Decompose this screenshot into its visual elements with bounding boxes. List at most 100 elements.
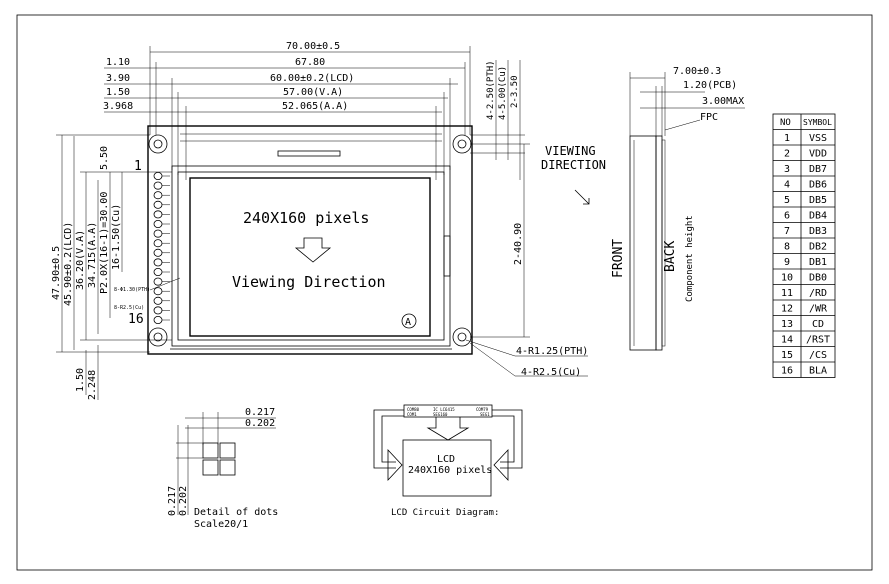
dim-2-350: 2-3.50 bbox=[510, 75, 520, 108]
chip-label-seg1: SEG1 bbox=[480, 412, 490, 417]
dim-overall-width: 70.00±0.5 bbox=[286, 41, 340, 52]
table-cell-no: 5 bbox=[784, 195, 790, 206]
dim-offset-1: 1.10 bbox=[106, 57, 130, 68]
lcd-circuit-diagram: COM80 IC LC6415 COM79 COM1 SEG160 SEG1 L… bbox=[373, 404, 523, 518]
chip-label-com79: COM79 bbox=[476, 407, 489, 412]
dim-pth: 4-2.50(PTH) bbox=[486, 60, 496, 120]
back-label: BACK bbox=[663, 241, 678, 272]
dim-offset-4: 3.968 bbox=[103, 101, 133, 112]
table-cell-no: 7 bbox=[784, 226, 790, 237]
detail-dim-size-v: 0.202 bbox=[178, 486, 189, 516]
pin-pad bbox=[153, 200, 163, 209]
pin-pad bbox=[153, 258, 163, 267]
drawing-frame bbox=[16, 14, 873, 571]
pin-pad bbox=[153, 229, 163, 238]
table-cell-symbol: VDD bbox=[809, 149, 827, 160]
dim-cu: 4-5.00(Cu) bbox=[498, 66, 508, 120]
dim-lcd-height: 45.90±0.2(LCD) bbox=[63, 222, 74, 306]
dim-aa-height: 34.715(A.A) bbox=[87, 222, 98, 288]
viewing-direction-line2: DIRECTION bbox=[541, 158, 606, 172]
fpc-label: FPC bbox=[700, 112, 718, 123]
pin-pad bbox=[153, 181, 163, 190]
table-cell-no: 13 bbox=[781, 319, 793, 330]
screen-resolution-text: 240X160 pixels bbox=[243, 209, 369, 227]
viewing-area bbox=[189, 177, 431, 337]
dim-aa-width: 52.065(A.A) bbox=[282, 101, 348, 112]
dim-top-offset: 5.50 bbox=[99, 146, 110, 170]
dim-overall-height: 47.90±0.5 bbox=[51, 246, 62, 300]
pin-pad bbox=[153, 239, 163, 248]
circuit-resolution: 240X160 pixels bbox=[408, 465, 492, 476]
side-view: 7.00±0.3 1.20(PCB) 3.00MAX FPC FRONT BAC… bbox=[611, 66, 745, 351]
chip-label-ic: IC LC6415 bbox=[433, 407, 455, 412]
table-cell-symbol: DB0 bbox=[809, 273, 827, 284]
marker-a: A bbox=[405, 317, 411, 328]
dim-hole-spacing: 2-40.90 bbox=[513, 223, 524, 265]
detail-caption-2: Scale20/1 bbox=[194, 519, 248, 530]
top-connector bbox=[277, 150, 341, 157]
pin-pad bbox=[153, 267, 163, 276]
table-cell-symbol: DB2 bbox=[809, 242, 827, 253]
detail-dim-pitch: 0.217 bbox=[245, 407, 275, 418]
pin-pad bbox=[153, 287, 163, 296]
dot-detail: 0.217 0.202 0.217 0.202 Detail of dots S… bbox=[167, 407, 278, 530]
dim-lcd-width: 60.00±0.2(LCD) bbox=[270, 73, 354, 84]
table-cell-symbol: DB1 bbox=[809, 257, 827, 268]
chip-label-com1: COM1 bbox=[407, 412, 417, 417]
mounting-hole-tr bbox=[452, 134, 472, 154]
left-bus bbox=[373, 409, 404, 469]
table-cell-symbol: /RST bbox=[806, 335, 830, 346]
dim-offset-2: 3.90 bbox=[106, 73, 130, 84]
table-cell-no: 16 bbox=[781, 366, 793, 377]
side-dim-max: 3.00MAX bbox=[702, 96, 744, 107]
circuit-caption: LCD Circuit Diagram: bbox=[391, 508, 499, 518]
pin-first-label: 1 bbox=[134, 159, 142, 174]
table-cell-symbol: DB5 bbox=[809, 195, 827, 206]
hole-note-cu: 4-R2.5(Cu) bbox=[521, 367, 581, 378]
pin-pad bbox=[153, 277, 163, 286]
table-cell-no: 15 bbox=[781, 350, 793, 361]
circuit-lcd-label: LCD bbox=[437, 454, 455, 465]
table-cell-symbol: CD bbox=[812, 319, 824, 330]
mounting-hole-bl bbox=[148, 327, 168, 347]
dim-bottom-offset-2: 2.248 bbox=[87, 370, 98, 400]
side-dim-thickness: 7.00±0.3 bbox=[673, 66, 721, 77]
table-cell-symbol: DB4 bbox=[809, 211, 827, 222]
pad-note-pth: 8-Φ1.30(PTH) bbox=[114, 287, 150, 293]
table-cell-no: 8 bbox=[784, 242, 790, 253]
mounting-hole-tl bbox=[148, 134, 168, 154]
table-cell-symbol: DB6 bbox=[809, 180, 827, 191]
pin-pads bbox=[153, 171, 170, 324]
screen-viewing-text: Viewing Direction bbox=[232, 273, 386, 291]
table-cell-no: 11 bbox=[781, 288, 793, 299]
table-header-symbol: SYMBOL bbox=[803, 118, 832, 127]
table-cell-no: 1 bbox=[784, 133, 790, 144]
table-cell-symbol: /RD bbox=[809, 288, 827, 299]
table-cell-symbol: /CS bbox=[809, 350, 827, 361]
front-view: 1 16 8-Φ1.30(PTH) 8-R2.5(Cu) 240X160 pix… bbox=[51, 41, 588, 400]
table-cell-symbol: /WR bbox=[809, 304, 828, 315]
dim-pin-cu: 16-1.50(Cu) bbox=[111, 204, 122, 270]
pin-last-label: 16 bbox=[128, 312, 144, 327]
table-cell-symbol: VSS bbox=[809, 133, 827, 144]
dim-pin-pitch: P2.0X(16-1)=30.00 bbox=[99, 192, 110, 294]
pad-note-cu: 8-R2.5(Cu) bbox=[114, 305, 144, 311]
dim-va-height: 36.20(V.A) bbox=[75, 230, 86, 290]
pin-pad bbox=[153, 171, 163, 180]
table-cell-no: 10 bbox=[781, 273, 793, 284]
table-cell-symbol: DB3 bbox=[809, 226, 827, 237]
chip-label-seg160: SEG160 bbox=[433, 412, 448, 417]
table-cell-symbol: DB7 bbox=[809, 164, 827, 175]
pin-pad bbox=[153, 210, 163, 219]
pin-pad bbox=[153, 248, 163, 257]
hole-note-pth: 4-R1.25(PTH) bbox=[516, 346, 588, 357]
table-cell-no: 3 bbox=[784, 164, 790, 175]
pin-pad bbox=[153, 315, 163, 324]
component-height-label: Component height bbox=[685, 215, 695, 302]
front-label: FRONT bbox=[611, 239, 626, 278]
detail-dim-size: 0.202 bbox=[245, 418, 275, 429]
detail-caption-1: Detail of dots bbox=[194, 507, 278, 518]
dim-va-width: 57.00(V.A) bbox=[283, 87, 343, 98]
